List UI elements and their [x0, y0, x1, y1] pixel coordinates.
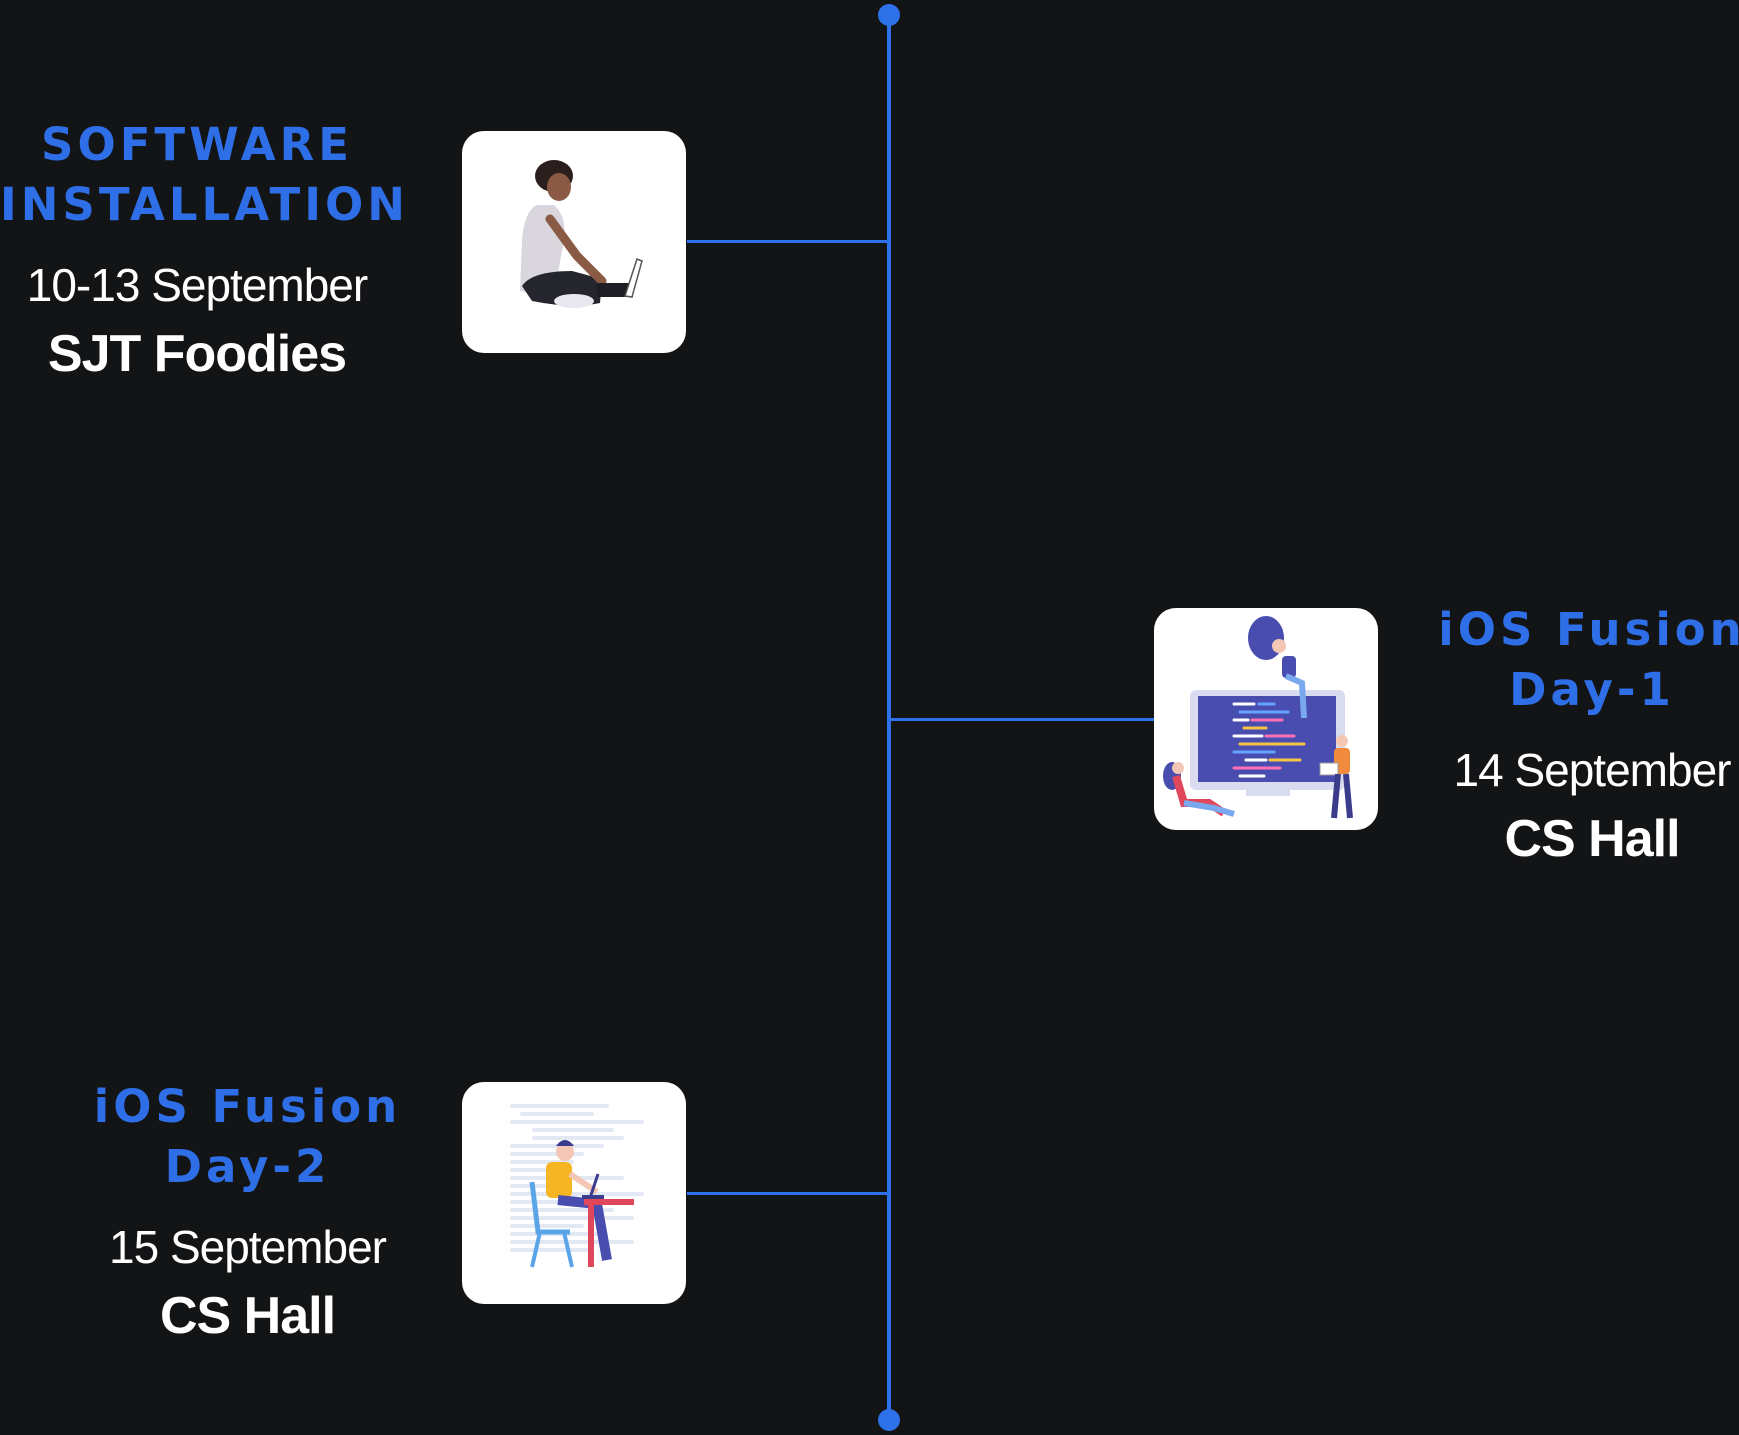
event-3-details: iOS Fusion Day-2 15 September CS Hall [90, 1077, 405, 1345]
developer-at-desk-illustration [510, 1104, 644, 1268]
event-1-illustration-card [462, 131, 686, 353]
connector-event-1 [687, 240, 889, 243]
timeline-line [887, 15, 891, 1420]
event-1-title: SOFTWARE INSTALLATION [0, 118, 409, 231]
event-2-title: iOS Fusion Day-1 [1438, 603, 1739, 716]
timeline-start-dot [878, 4, 900, 26]
team-coding-illustration [1163, 616, 1353, 819]
event-3-illustration-card [462, 1082, 686, 1304]
event-2-venue: CS Hall [1504, 810, 1680, 868]
person-with-laptop-illustration [520, 160, 643, 308]
event-3-title: iOS Fusion Day-2 [93, 1080, 402, 1193]
connector-event-3 [687, 1192, 889, 1195]
event-3-venue: CS Hall [159, 1287, 336, 1345]
connector-event-2 [889, 718, 1154, 721]
event-1-venue: SJT Foodies [47, 325, 347, 383]
event-3-date: 15 September [109, 1221, 387, 1273]
event-1-date: 10-13 September [26, 259, 368, 311]
event-1-details: SOFTWARE INSTALLATION 10-13 September SJ… [0, 115, 409, 383]
event-2-illustration-card [1154, 608, 1378, 830]
event-2-details: iOS Fusion Day-1 14 September CS Hall [1432, 600, 1739, 868]
event-2-date: 14 September [1453, 744, 1732, 796]
timeline-end-dot [878, 1409, 900, 1431]
